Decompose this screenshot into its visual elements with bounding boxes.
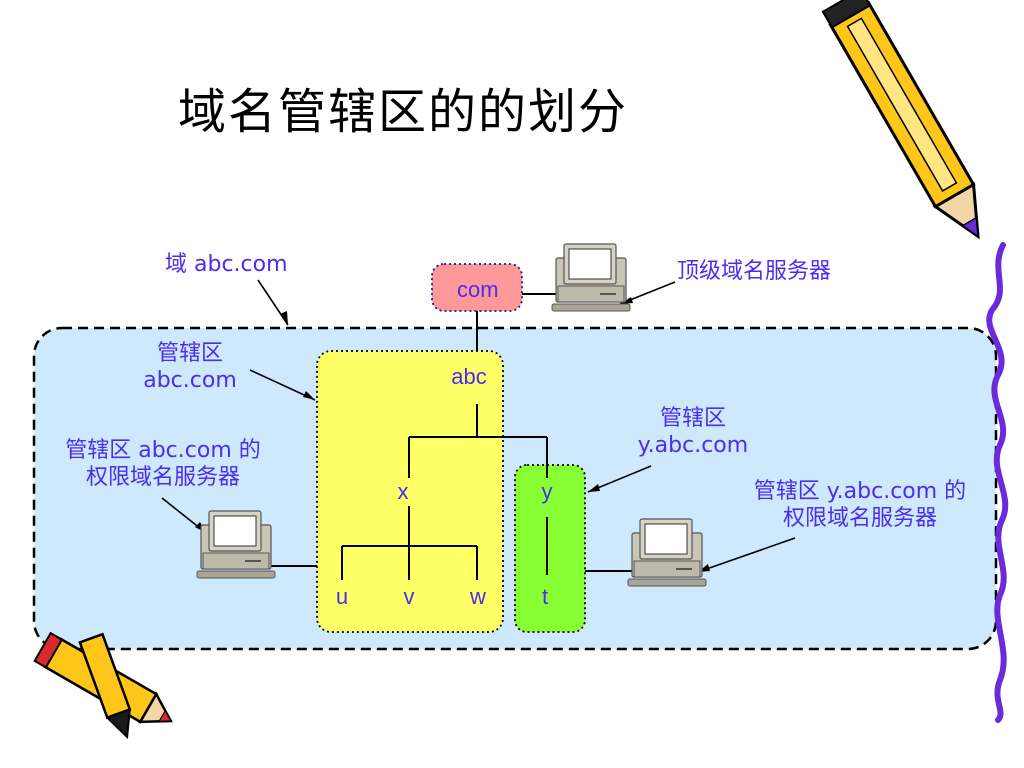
node-x: x (397, 479, 409, 504)
node-y: y (541, 479, 553, 504)
tree-edges (268, 293, 632, 580)
zone-y-region (514, 464, 586, 633)
zone-abc-region (316, 350, 504, 633)
pencil-icon (821, 0, 980, 240)
zone-abc-label-line1: 管辖区 (156, 341, 223, 366)
com-node-box (431, 263, 523, 312)
zone-y-label: 管辖区 y.abc.com (618, 405, 768, 459)
zone-abc-server-label: 管辖区 abc.com 的 权限域名服务器 (38, 437, 288, 491)
zone-y-label-line1: 管辖区 (659, 406, 726, 431)
page-title: 域名管辖区的的划分 (178, 84, 629, 140)
node-w: w (470, 584, 486, 609)
decorative-squiggle (986, 242, 1009, 723)
zone-y-server-label-line2: 权限域名服务器 (782, 506, 937, 531)
node-t: t (541, 584, 549, 609)
zone-y-server-label-line1: 管辖区 y.abc.com 的 (753, 479, 967, 504)
zone-y-label-line2: y.abc.com (637, 433, 749, 458)
node-abc: abc (451, 364, 487, 389)
zone-abc-label: 管辖区 abc.com (130, 340, 250, 394)
zone-abc-server-label-line1: 管辖区 abc.com 的 (65, 438, 261, 463)
domain-label: 域 abc.com (165, 252, 288, 277)
zone-y-server-label: 管辖区 y.abc.com 的 权限域名服务器 (722, 478, 998, 532)
top-server-label: 顶级域名服务器 (677, 259, 832, 284)
top-level-server-computer-icon (551, 243, 631, 312)
zone-abc-label-line2: abc.com (143, 368, 237, 393)
pencil-icon-bottom-2 (78, 632, 132, 740)
node-v: v (403, 584, 415, 609)
node-com: com (457, 277, 499, 302)
node-u: u (335, 584, 349, 609)
zone-abc-server-label-line2: 权限域名服务器 (85, 465, 240, 490)
